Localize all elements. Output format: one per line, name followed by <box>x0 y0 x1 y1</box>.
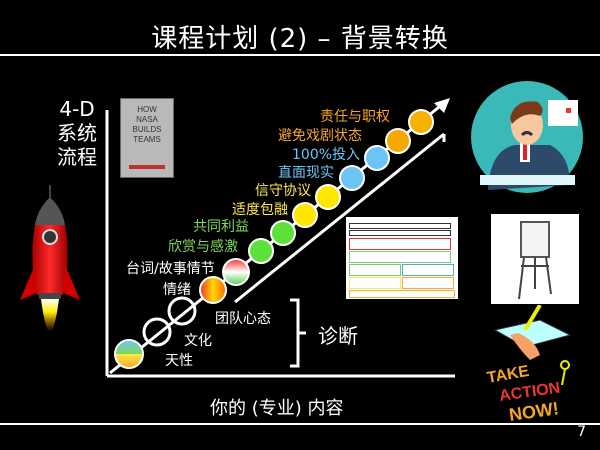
level-label: 文化 <box>184 333 212 349</box>
page-number: 7 <box>577 424 586 440</box>
take-label: TAKE <box>486 363 531 387</box>
book-line: TEAMS <box>133 135 161 144</box>
level-label: 欣赏与感激 <box>168 239 238 255</box>
book-line: BUILDS <box>132 125 162 134</box>
level-label: 适度包融 <box>232 202 288 218</box>
side-label-line2: 系统 <box>57 121 97 145</box>
flipchart-image <box>491 214 579 304</box>
level-label: 直面现实 <box>278 165 334 181</box>
side-label-line1: 4-D <box>59 97 95 121</box>
slide-title: 课程计划 (2) – 背景转换 <box>151 24 449 54</box>
book-cover-image: HOW NASA BUILDS TEAMS <box>120 98 174 178</box>
level-label: 台词/故事情节 <box>126 261 215 277</box>
title-divider <box>0 54 600 56</box>
book-line: HOW <box>137 105 157 114</box>
side-label-line3: 流程 <box>57 145 97 169</box>
level-label: 天性 <box>165 353 193 369</box>
stressed-man-image <box>471 81 583 193</box>
x-axis-label: 你的 (专业) 内容 <box>210 398 344 419</box>
book-line: NASA <box>136 115 158 124</box>
level-label: 信守协议 <box>255 183 311 199</box>
footer-divider <box>0 423 600 425</box>
take-action-now-image: TAKE ACTION NOW! <box>486 305 572 425</box>
level-label: 避免戏剧状态 <box>278 128 362 144</box>
level-label: 责任与职权 <box>320 109 390 125</box>
team-mindset-label: 团队心态 <box>215 311 271 327</box>
diagnosis-label: 诊断 <box>318 324 358 348</box>
worksheet-thumbnail <box>346 217 458 299</box>
level-label: 共同利益 <box>193 219 249 235</box>
side-label: 4-D 系统 流程 <box>52 97 102 169</box>
rocket-icon <box>20 185 80 332</box>
level-label: 情绪 <box>163 282 191 298</box>
level-label: 100%投入 <box>292 147 361 163</box>
